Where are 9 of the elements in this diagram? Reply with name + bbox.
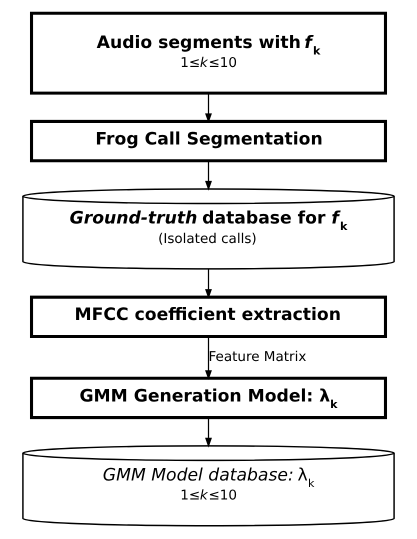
arrow (205, 418, 212, 448)
arrow (205, 336, 212, 380)
node-box: Audio segments with f$_{k}$ 1≤k≤10 (30, 12, 388, 95)
arrow (205, 160, 212, 191)
node-box: MFCC coefficient extraction (30, 296, 388, 338)
edge-label: Feature Matrix (208, 348, 306, 365)
node-box: GMM Generation Model: λ$_{k}$ (30, 376, 388, 420)
arrow (205, 269, 212, 299)
node-box: Frog Call Segmentation (30, 120, 388, 162)
